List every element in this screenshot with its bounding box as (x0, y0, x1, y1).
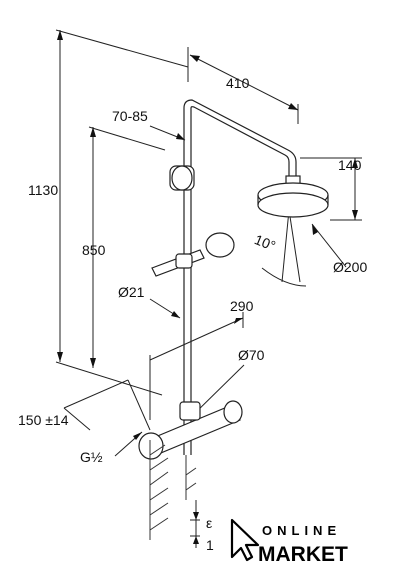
label-epsilon: ε (206, 515, 212, 531)
label-head-diameter: Ø200 (333, 259, 367, 275)
cursor-icon (230, 518, 260, 562)
dimension-lines (55, 29, 362, 548)
shower-head (257, 175, 329, 218)
label-riser-height: 850 (82, 242, 106, 258)
hand-shower (151, 232, 235, 277)
label-total-height: 1130 (28, 182, 58, 198)
logo-line1: ONLINE (262, 523, 341, 538)
label-connection-spacing: 150 ±14 (18, 412, 69, 428)
wall-hatching (149, 440, 197, 540)
label-arm-top: 70-85 (112, 108, 148, 124)
label-thread: G½ (80, 449, 103, 465)
thermostatic-mixer (138, 400, 243, 460)
label-mixer-width: 290 (230, 298, 254, 314)
online-market-logo: ONLINE MARKET (230, 518, 348, 566)
label-pipe-diameter: Ø21 (118, 284, 145, 300)
label-head-angle: 10° (252, 231, 278, 254)
dimension-labels: 1130 410 70-85 140 850 10° Ø200 Ø21 290 … (18, 75, 367, 553)
logo-line2: MARKET (258, 543, 348, 566)
label-mixer-diameter: Ø70 (238, 347, 265, 363)
label-one: 1 (206, 537, 214, 553)
shower-pipe (183, 99, 297, 455)
arrowheads (57, 30, 358, 544)
label-head-height: 140 (338, 157, 362, 173)
label-arm-length: 410 (226, 75, 250, 91)
slider-bracket (169, 165, 195, 191)
